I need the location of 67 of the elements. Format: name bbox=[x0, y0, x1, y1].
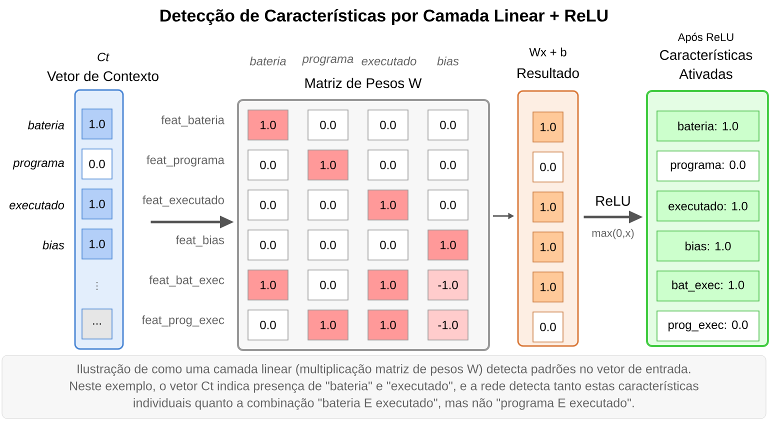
value-cell: 1.0 bbox=[82, 188, 112, 220]
value-cell: 1.0 bbox=[248, 110, 288, 140]
row-label: bias bbox=[42, 240, 64, 250]
value-cell: bias: 1.0 bbox=[656, 230, 760, 262]
column-label: bias bbox=[437, 56, 459, 66]
value-cell: 0.0 bbox=[428, 110, 468, 140]
function-label: max(0,x) bbox=[592, 228, 634, 240]
value-cell: 0.0 bbox=[428, 150, 468, 180]
value-cell: 1.0 bbox=[532, 272, 564, 302]
value-cell: ... bbox=[82, 308, 112, 340]
value-cell: programa: 0.0 bbox=[656, 150, 760, 182]
panel-heading: Após ReLU bbox=[678, 32, 734, 44]
row-label: feat_bateria bbox=[161, 115, 224, 127]
value-cell: 0.0 bbox=[368, 230, 408, 260]
row-label: feat_bias bbox=[176, 235, 224, 247]
caption-box: Ilustração de como uma camada linear (multiplicação matriz de pesos W) detecta padrões no vetor de entrada. Neste exemplo, o vetor Ct indica presença de "bateria" e "executado", e a rede detecta tanto estas características individuais quanto a combinação "bateria E executado", mas não "programa E executado". bbox=[2, 355, 766, 419]
value-cell: 1.0 bbox=[308, 150, 348, 180]
column-label: executado bbox=[362, 56, 416, 66]
value-cell: 1.0 bbox=[82, 228, 112, 260]
value-cell: prog_exec: 0.0 bbox=[656, 310, 760, 342]
panel-heading: Ct bbox=[98, 52, 110, 62]
row-label: programa bbox=[12, 160, 64, 170]
value-cell: 0.0 bbox=[248, 310, 288, 340]
value-cell: 1.0 bbox=[368, 190, 408, 220]
value-cell: 0.0 bbox=[248, 190, 288, 220]
value-cell: 1.0 bbox=[368, 310, 408, 340]
row-label: feat_executado bbox=[142, 195, 224, 207]
value-cell: executado: 1.0 bbox=[656, 190, 760, 222]
value-cell: 0.0 bbox=[308, 110, 348, 140]
value-cell: 1.0 bbox=[428, 230, 468, 260]
value-cell: 0.0 bbox=[248, 150, 288, 180]
column-label: programa bbox=[302, 56, 354, 66]
row-label: feat_programa bbox=[146, 155, 224, 167]
panel-heading: Resultado bbox=[518, 68, 579, 78]
value-cell: 0.0 bbox=[308, 230, 348, 260]
value-cell: 0.0 bbox=[532, 312, 564, 342]
value-cell: -1.0 bbox=[428, 310, 468, 340]
value-cell: bat_exec: 1.0 bbox=[656, 270, 760, 302]
panel-heading: Wx + b bbox=[529, 48, 566, 56]
value-cell: 1.0 bbox=[82, 108, 112, 140]
value-cell: 0.0 bbox=[308, 270, 348, 300]
value-cell: 0.0 bbox=[368, 110, 408, 140]
row-label: bateria bbox=[28, 120, 64, 130]
row-label: feat_prog_exec bbox=[142, 315, 224, 327]
value-cell: 0.0 bbox=[368, 150, 408, 180]
title: Detecção de Características por Camada Linear + ReLU bbox=[160, 9, 608, 25]
value-cell: 0.0 bbox=[82, 148, 112, 180]
value-cell: 0.0 bbox=[532, 152, 564, 182]
panel-heading: Matriz de Pesos W bbox=[305, 78, 422, 88]
row-label: executado bbox=[10, 200, 64, 210]
value-cell: 1.0 bbox=[532, 112, 564, 142]
value-cell: 1.0 bbox=[248, 270, 288, 300]
row-label: feat_bat_exec bbox=[149, 275, 224, 287]
value-cell: -1.0 bbox=[428, 270, 468, 300]
value-cell: 0.0 bbox=[248, 230, 288, 260]
value-cell: 1.0 bbox=[532, 232, 564, 262]
panel-heading: Vetor de Contexto bbox=[47, 70, 158, 82]
value-cell: bateria: 1.0 bbox=[656, 110, 760, 142]
value-cell: 1.0 bbox=[308, 310, 348, 340]
column-label: bateria bbox=[250, 56, 286, 66]
ellipsis-symbol: ⋮ bbox=[96, 282, 98, 290]
value-cell: 0.0 bbox=[308, 190, 348, 220]
value-cell: 1.0 bbox=[368, 270, 408, 300]
edge-label: ReLU bbox=[594, 195, 632, 207]
value-cell: 1.0 bbox=[532, 192, 564, 222]
value-cell: 0.0 bbox=[428, 190, 468, 220]
panel-heading: Características Ativadas bbox=[660, 50, 752, 79]
